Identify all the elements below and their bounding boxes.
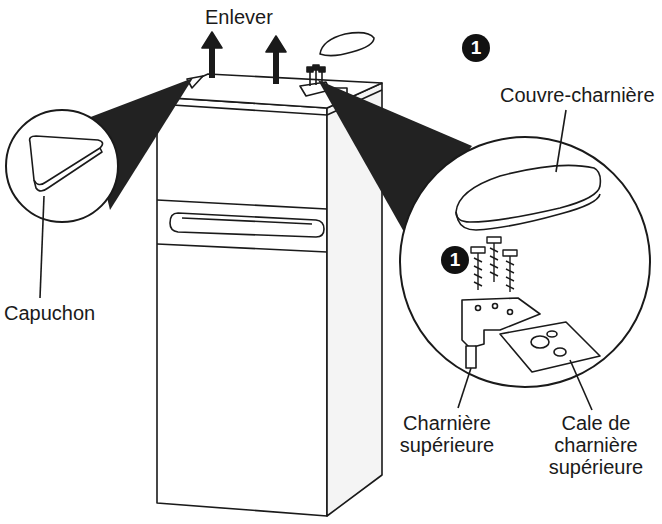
part-label: Capuchon	[4, 302, 95, 324]
callout-number: 1	[462, 34, 490, 62]
callout-number: 1	[441, 246, 469, 274]
part-label: Cale de charnière supérieure	[532, 412, 660, 478]
part-label: Couvre-charnière	[500, 84, 655, 106]
action-label: Enlever	[205, 6, 273, 28]
part-label: Charnière supérieure	[392, 412, 502, 456]
